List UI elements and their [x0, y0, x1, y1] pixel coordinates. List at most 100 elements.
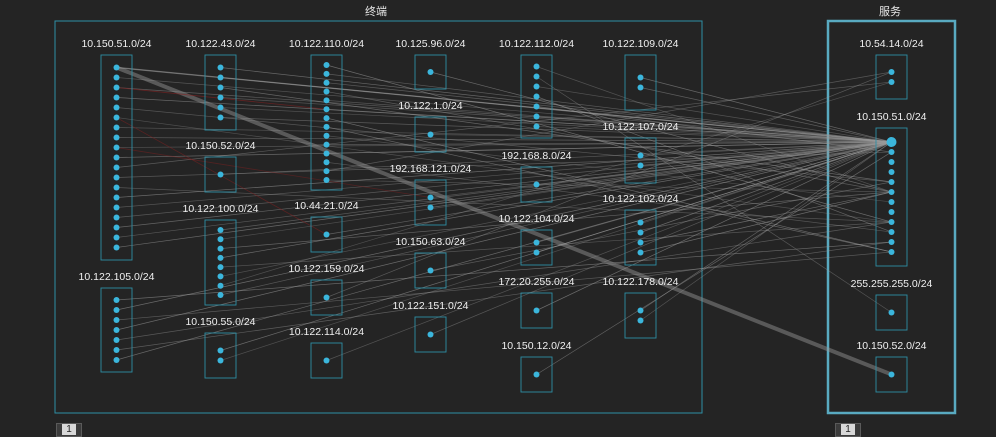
subnet-box[interactable]	[310, 216, 343, 253]
host-node[interactable]	[888, 199, 895, 205]
host-node[interactable]	[323, 123, 330, 130]
subnet-box[interactable]	[414, 316, 447, 353]
host-node[interactable]	[113, 114, 120, 121]
host-node[interactable]	[113, 84, 120, 91]
host-node[interactable]	[113, 194, 120, 201]
host-node[interactable]	[888, 79, 895, 85]
hub-host-node[interactable]	[886, 137, 897, 147]
terminal-subnet-t23[interactable]: 10.122.114.0/24	[289, 326, 364, 379]
host-node[interactable]	[323, 70, 330, 77]
subnet-box[interactable]	[204, 219, 237, 306]
host-node[interactable]	[323, 97, 330, 104]
host-node[interactable]	[533, 123, 540, 130]
host-node[interactable]	[217, 94, 224, 101]
terminal-subnet-t11[interactable]: 192.168.8.0/24	[501, 150, 572, 203]
service-pager[interactable]: 1	[835, 423, 861, 437]
host-node[interactable]	[217, 227, 224, 233]
host-node[interactable]	[217, 64, 224, 71]
subnet-box[interactable]	[520, 166, 553, 203]
terminal-subnet-t3[interactable]: 10.122.110.0/24	[289, 38, 364, 191]
subnet-box[interactable]	[520, 54, 553, 139]
host-node[interactable]	[323, 177, 330, 183]
host-node[interactable]	[427, 331, 434, 338]
service-subnet-s1[interactable]: 10.54.14.0/24	[859, 38, 924, 100]
host-node[interactable]	[323, 115, 330, 122]
subnet-box[interactable]	[204, 332, 237, 379]
terminal-subnet-t5[interactable]: 10.122.112.0/24	[499, 38, 574, 139]
subnet-box[interactable]	[310, 54, 343, 191]
subnet-box[interactable]	[100, 54, 133, 261]
subnet-box[interactable]	[414, 252, 447, 289]
host-node[interactable]	[113, 104, 120, 111]
host-node[interactable]	[113, 337, 120, 343]
host-node[interactable]	[637, 239, 644, 246]
host-node[interactable]	[113, 134, 120, 141]
host-node[interactable]	[113, 214, 120, 221]
terminal-subnet-t6[interactable]: 10.122.109.0/24	[603, 38, 679, 111]
subnet-box[interactable]	[310, 279, 343, 316]
host-node[interactable]	[323, 294, 330, 301]
terminal-subnet-t13[interactable]: 10.44.21.0/24	[294, 200, 359, 253]
host-node[interactable]	[323, 88, 330, 95]
host-node[interactable]	[533, 93, 540, 100]
host-node[interactable]	[113, 204, 120, 211]
host-node[interactable]	[637, 307, 644, 314]
subnet-box[interactable]	[624, 209, 657, 266]
host-node[interactable]	[113, 154, 120, 161]
host-node[interactable]	[323, 79, 330, 86]
host-node[interactable]	[323, 106, 330, 113]
host-node[interactable]	[217, 245, 224, 252]
subnet-box[interactable]	[414, 54, 447, 90]
host-node[interactable]	[533, 249, 540, 256]
host-node[interactable]	[427, 267, 434, 274]
host-node[interactable]	[113, 244, 120, 251]
host-node[interactable]	[113, 347, 120, 353]
host-node[interactable]	[217, 254, 224, 261]
host-node[interactable]	[637, 317, 644, 324]
host-node[interactable]	[637, 229, 644, 236]
subnet-box[interactable]	[100, 287, 133, 373]
terminal-subnet-t4[interactable]: 10.125.96.0/24	[395, 38, 466, 90]
terminal-subnet-t2[interactable]: 10.122.43.0/24	[185, 38, 256, 131]
host-node[interactable]	[888, 169, 895, 175]
host-node[interactable]	[427, 194, 434, 201]
terminal-subnet-t14[interactable]: 10.122.104.0/24	[499, 213, 575, 266]
host-node[interactable]	[637, 152, 644, 159]
terminal-subnet-t16[interactable]: 10.150.63.0/24	[395, 236, 466, 289]
host-node[interactable]	[533, 181, 540, 188]
subnet-box[interactable]	[204, 156, 237, 193]
terminal-subnet-t9[interactable]: 10.122.107.0/24	[603, 121, 679, 184]
host-node[interactable]	[533, 113, 540, 120]
service-subnet-s4[interactable]: 10.150.52.0/24	[856, 340, 927, 393]
host-node[interactable]	[533, 83, 540, 90]
host-node[interactable]	[533, 371, 540, 378]
host-node[interactable]	[888, 371, 895, 378]
host-node[interactable]	[888, 179, 895, 185]
host-node[interactable]	[113, 74, 120, 81]
subnet-box[interactable]	[414, 116, 447, 153]
host-node[interactable]	[637, 219, 644, 226]
host-node[interactable]	[427, 131, 434, 138]
host-node[interactable]	[323, 141, 330, 148]
host-node[interactable]	[888, 309, 895, 316]
subnet-box[interactable]	[875, 356, 908, 393]
host-node[interactable]	[533, 73, 540, 80]
host-node[interactable]	[217, 171, 224, 178]
host-node[interactable]	[113, 184, 120, 191]
terminal-subnet-t19[interactable]: 172.20.255.0/24	[499, 276, 575, 329]
terminal-pager[interactable]: 1	[56, 423, 82, 437]
host-node[interactable]	[217, 114, 224, 121]
host-node[interactable]	[217, 282, 224, 289]
subnet-box[interactable]	[875, 294, 908, 331]
terminal-subnet-t1[interactable]: 10.150.51.0/24	[81, 38, 152, 261]
service-page-number[interactable]: 1	[841, 424, 855, 435]
host-node[interactable]	[323, 168, 330, 175]
host-node[interactable]	[113, 174, 120, 181]
host-node[interactable]	[217, 357, 224, 364]
subnet-box[interactable]	[414, 179, 447, 226]
subnet-box[interactable]	[204, 54, 237, 131]
host-node[interactable]	[323, 150, 330, 157]
host-node[interactable]	[217, 347, 224, 354]
terminal-subnet-t18[interactable]: 10.122.159.0/24	[289, 263, 365, 316]
host-node[interactable]	[113, 94, 120, 101]
